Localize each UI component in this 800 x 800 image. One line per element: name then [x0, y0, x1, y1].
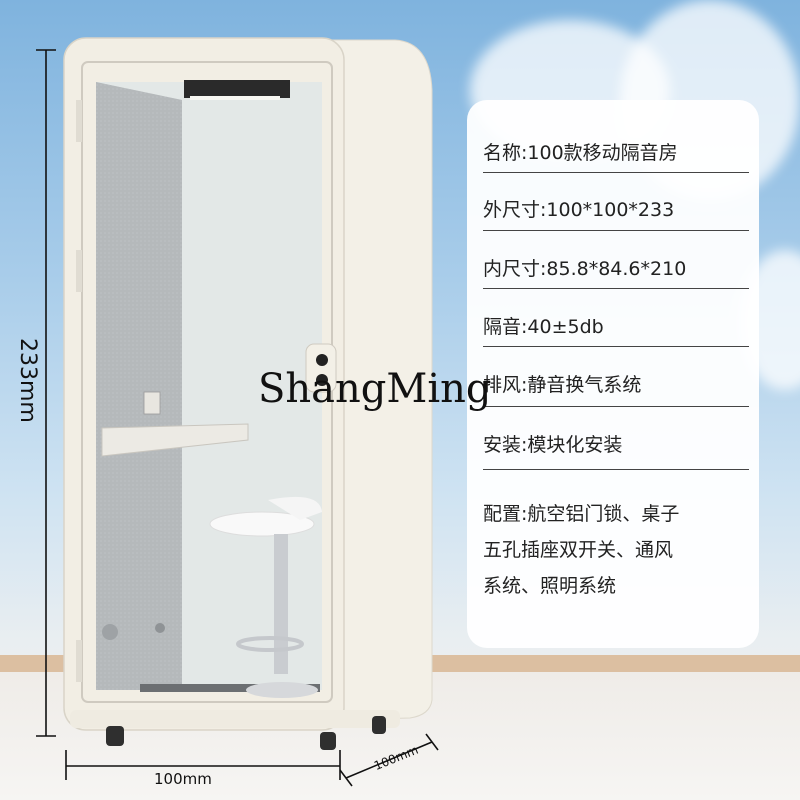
spec-divider	[483, 346, 749, 347]
power-outlet	[143, 391, 161, 415]
spec-installation: 安装:模块化安装	[483, 434, 623, 456]
spec-divider	[483, 469, 749, 470]
door-hinge	[76, 100, 82, 142]
spec-divider	[483, 230, 749, 231]
width-label: 100mm	[154, 770, 212, 788]
speaker-grill	[102, 624, 118, 640]
spec-configuration-line: 系统、照明系统	[483, 575, 617, 597]
stool-post	[274, 534, 288, 674]
caster-wheel	[106, 726, 124, 746]
door-lock	[305, 343, 337, 393]
door-hinge	[76, 250, 82, 292]
depth-dimension-line	[339, 733, 439, 787]
spec-ventilation: 排风:静音换气系统	[483, 374, 642, 396]
watermark-text: ShangMing	[258, 366, 492, 412]
ceiling-light	[184, 80, 290, 98]
spec-divider	[483, 288, 749, 289]
desk-surface	[101, 423, 249, 457]
caster-wheel	[320, 732, 336, 750]
stool-base	[246, 682, 318, 698]
door-hinge	[76, 640, 82, 682]
spec-card: 名称:100款移动隔音房 外尺寸:100*100*233 内尺寸:85.8*84…	[467, 100, 759, 648]
stool-seat	[209, 511, 315, 537]
height-dimension-line	[36, 49, 56, 737]
caster-wheel	[372, 716, 386, 734]
vent-hole	[155, 623, 165, 633]
spec-divider	[483, 406, 749, 407]
booth-base	[70, 710, 400, 728]
floor-mat	[140, 684, 320, 692]
height-label: 233mm	[15, 338, 40, 423]
spec-configuration-line: 配置:航空铝门锁、桌子	[483, 503, 680, 525]
spec-inner-size: 内尺寸:85.8*84.6*210	[483, 258, 687, 280]
spec-configuration-line: 五孔插座双开关、通风	[483, 539, 674, 561]
spec-divider	[483, 172, 749, 173]
booth-side-panel	[329, 39, 433, 721]
width-dimension-line	[65, 750, 341, 780]
stool-footrest	[236, 636, 304, 652]
spec-configuration: 配置:航空铝门锁、桌子 五孔插座双开关、通风 系统、照明系统	[483, 496, 749, 604]
spec-name: 名称:100款移动隔音房	[483, 142, 678, 164]
spec-outer-size: 外尺寸:100*100*233	[483, 199, 675, 221]
spec-sound-insulation: 隔音:40±5db	[483, 316, 604, 338]
